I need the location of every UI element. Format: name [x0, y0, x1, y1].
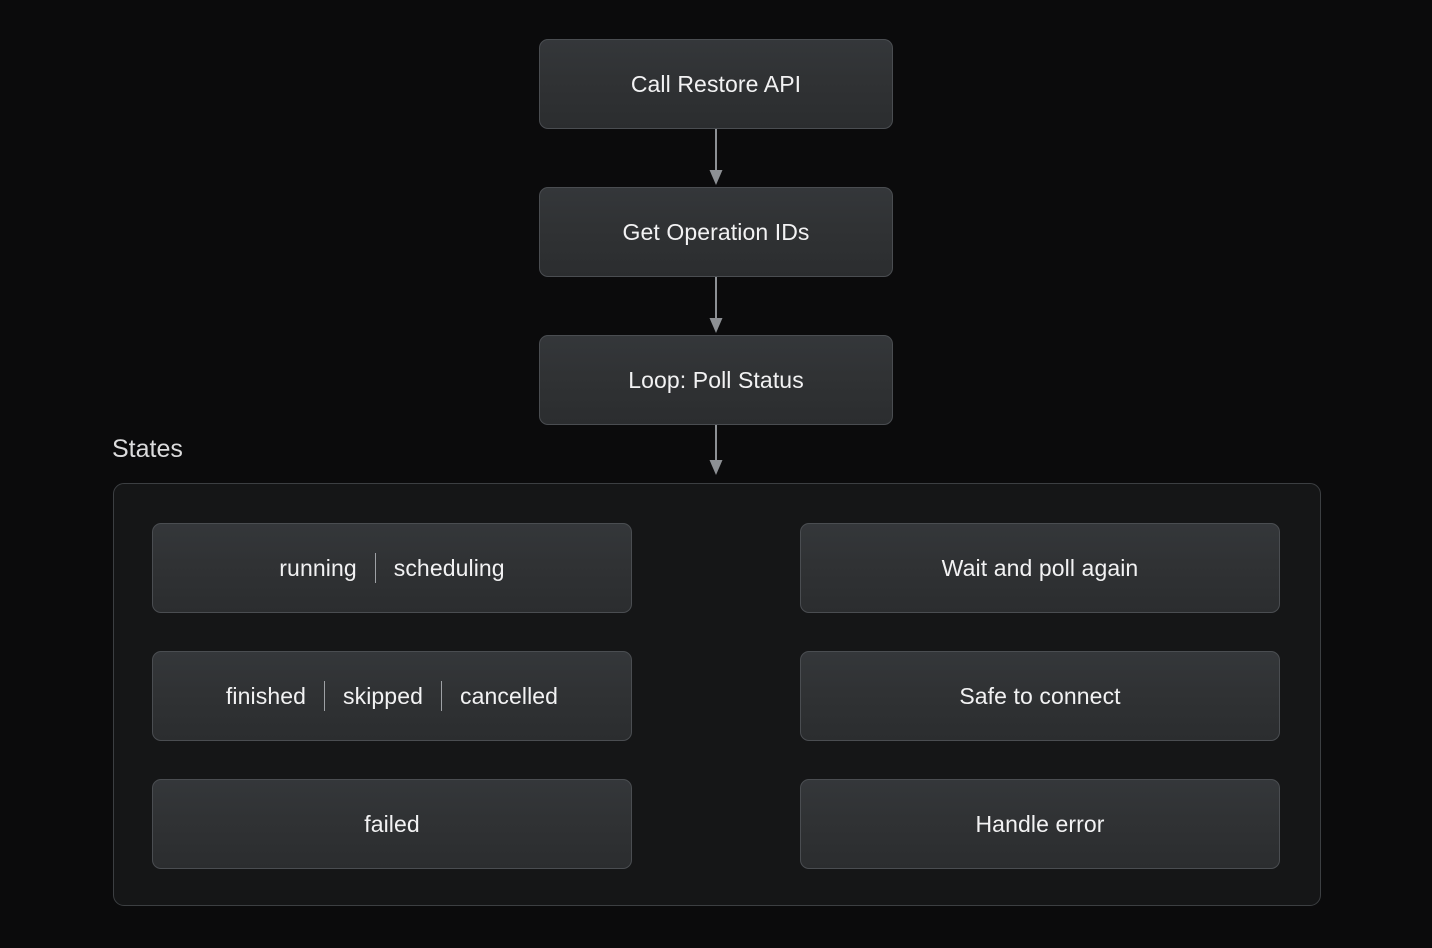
state-token-separator: [374, 553, 376, 583]
state-token-finished: finished: [225, 682, 306, 709]
state-token-running: running: [279, 554, 357, 581]
node-action-wait-and-poll-again[interactable]: Wait and poll again: [800, 523, 1280, 613]
node-call-restore-api[interactable]: Call Restore API: [539, 39, 893, 129]
node-state-running-scheduling[interactable]: running scheduling: [152, 523, 632, 613]
node-action-safe-to-connect[interactable]: Safe to connect: [800, 651, 1280, 741]
state-token-cancelled: cancelled: [459, 682, 559, 709]
node-action-handle-error[interactable]: Handle error: [800, 779, 1280, 869]
node-state-failed[interactable]: failed: [152, 779, 632, 869]
state-token-separator: [324, 681, 325, 711]
edge-call-restore-api-to-get-operation-ids: [709, 129, 723, 185]
state-token-skipped: skipped: [343, 682, 423, 709]
node-loop-poll-status[interactable]: Loop: Poll Status: [539, 335, 893, 425]
state-token-failed: failed: [364, 810, 420, 837]
state-token-separator: [440, 681, 442, 711]
node-get-operation-ids[interactable]: Get Operation IDs: [539, 187, 893, 277]
edge-loop-poll-status-to-states: [709, 425, 723, 475]
node-state-finished-skipped-cancelled[interactable]: finished skipped cancelled: [152, 651, 632, 741]
states-group-label: States: [112, 435, 183, 463]
edge-get-operation-ids-to-loop-poll-status: [709, 277, 723, 333]
state-token-scheduling: scheduling: [393, 554, 505, 581]
